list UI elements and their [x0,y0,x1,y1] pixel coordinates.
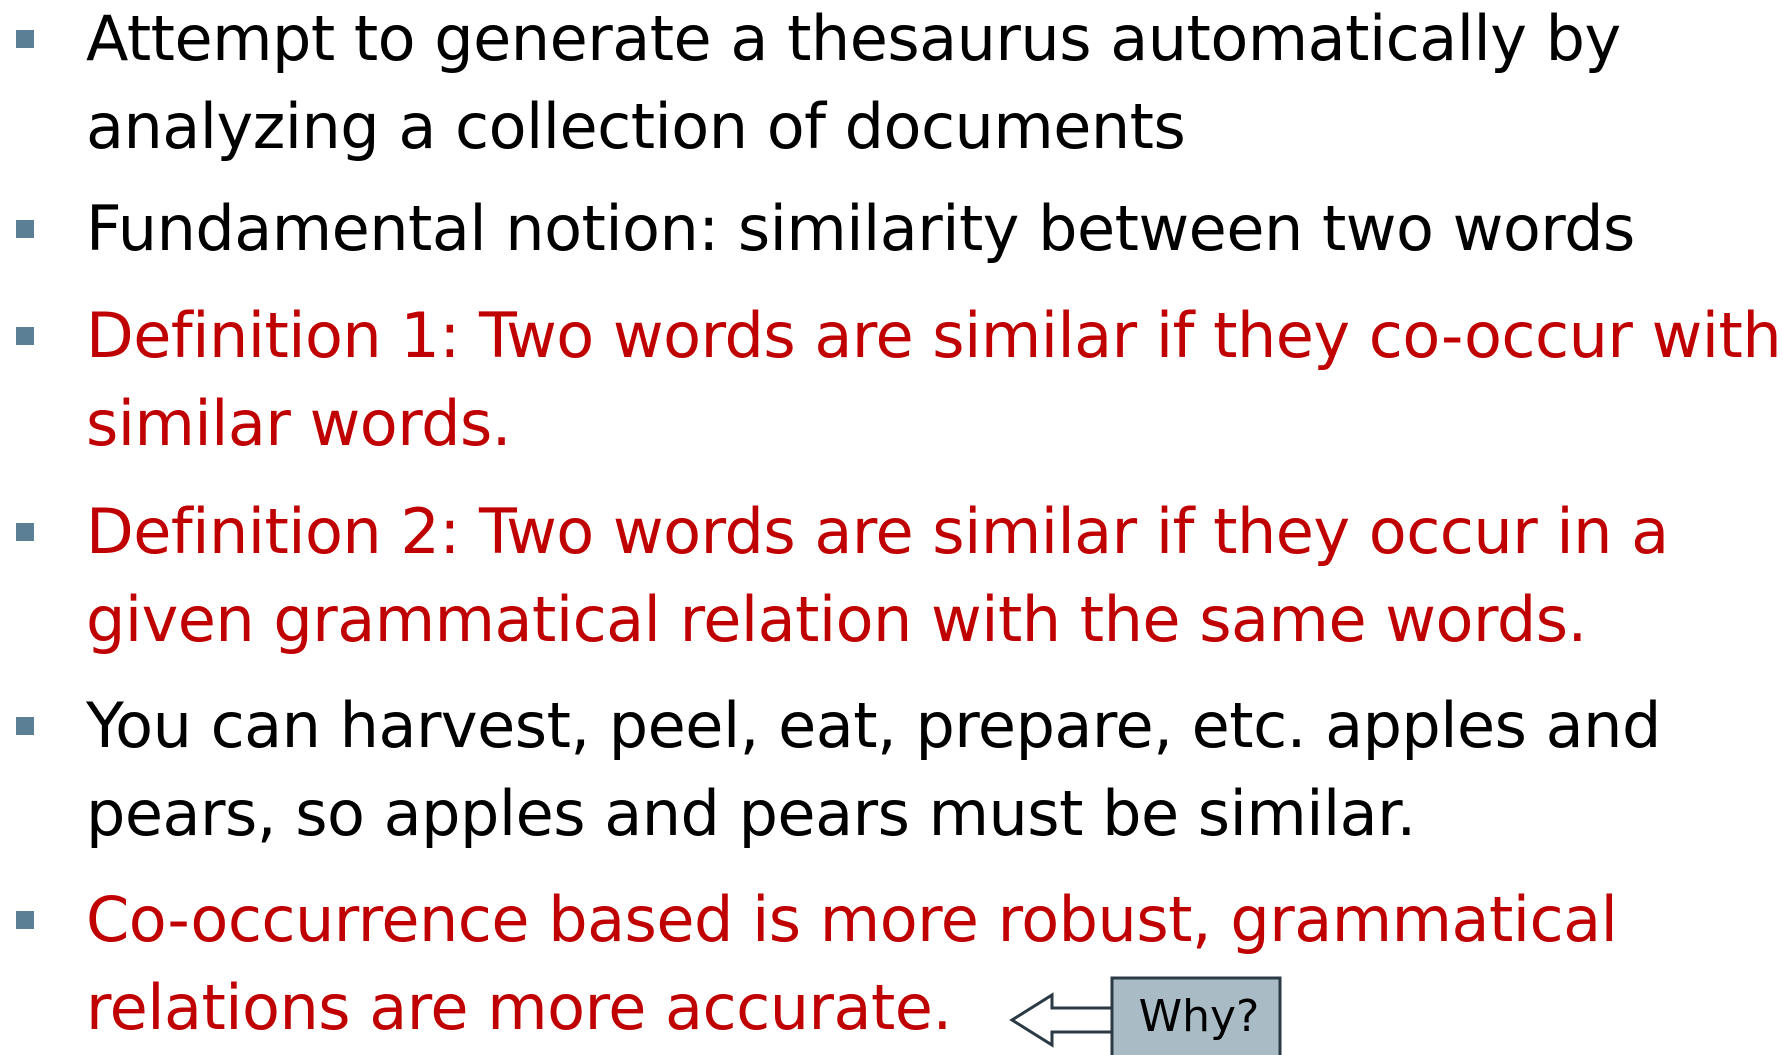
bullet-line: Attempt to generate a thesaurus automati… [86,2,1621,75]
bullet-marker-icon [16,717,34,735]
bullet-line: pears, so apples and pears must be simil… [86,777,1416,850]
bullet-marker-icon [16,523,34,541]
arrow-shape [1009,992,1114,1048]
callout-box [1110,976,1282,1055]
bullet-marker-icon [16,30,34,48]
why-callout: Why? [1009,975,1282,1055]
bullet-marker-icon [16,327,34,345]
bullet-line: You can harvest, peel, eat, prepare, etc… [86,689,1661,762]
bullet-line: Co-occurrence based is more robust, gram… [86,883,1618,956]
bullet-marker-icon [16,911,34,929]
bullet-line: Fundamental notion: similarity between t… [86,192,1635,265]
bullet-line: given grammatical relation with the same… [86,583,1587,656]
bullet-line: relations are more accurate. [86,971,952,1044]
bullet-marker-icon [16,220,34,238]
bullet-line: Definition 2: Two words are similar if t… [86,495,1669,568]
why-label: Why? [1138,991,1260,1042]
bullet-line: analyzing a collection of documents [86,90,1186,163]
bullet-line: similar words. [86,387,511,460]
bullet-line: Definition 1: Two words are similar if t… [86,299,1782,372]
